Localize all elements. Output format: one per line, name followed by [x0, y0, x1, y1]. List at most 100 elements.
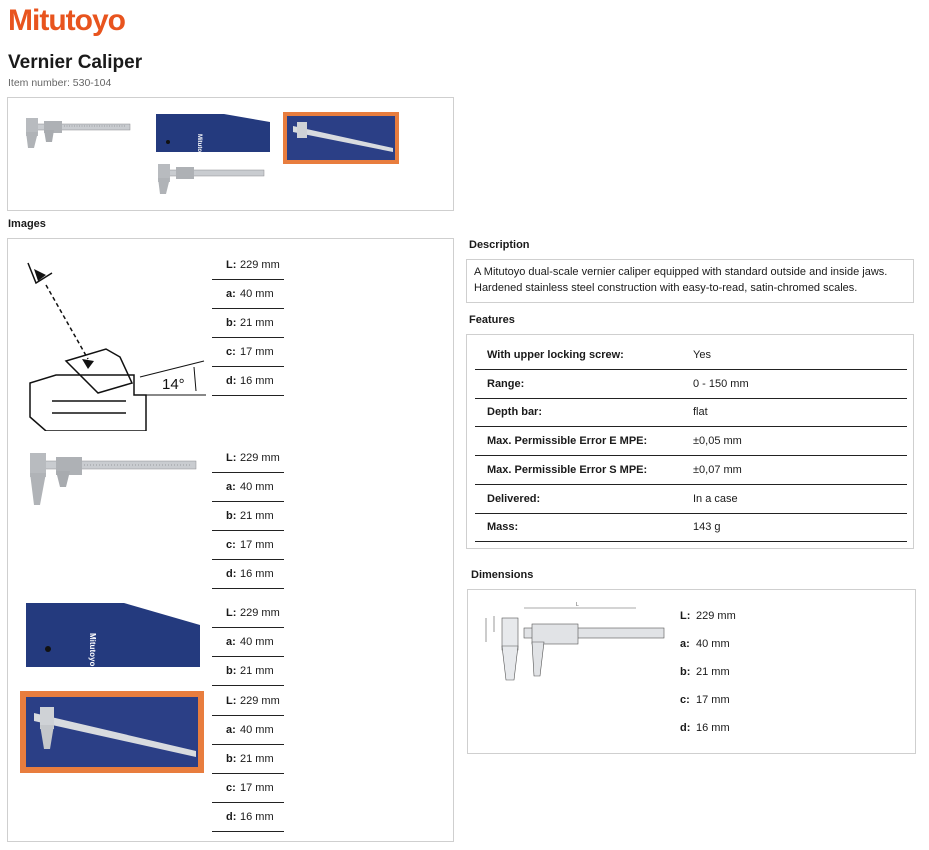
dimension-row: b: 21 mm [680, 662, 730, 682]
dimension-key: L: [680, 610, 691, 622]
feature-value: In a case [693, 492, 738, 505]
feature-key: Delivered: [487, 492, 541, 505]
spec-key: b: [226, 317, 237, 329]
angle-label: 14° [162, 376, 185, 393]
spec-value: 229 mm [240, 259, 280, 271]
spec-key: b: [226, 510, 237, 522]
pouch-photo: Mitutoyo [26, 603, 200, 667]
spec-key: L: [226, 259, 237, 271]
spec-key: d: [226, 568, 237, 580]
spec-row: L:229 mm [212, 599, 284, 628]
spec-row: L:229 mm [212, 687, 284, 716]
feature-value: ±0,07 mm [693, 463, 742, 476]
feature-value: ±0,05 mm [693, 435, 742, 448]
spec-row: d:16 mm [212, 803, 284, 832]
spec-value: 17 mm [240, 346, 274, 358]
dimension-key: c: [680, 694, 690, 706]
thumbnail-pouch[interactable]: Mitutoyo [154, 110, 272, 159]
feature-row: Delivered: In a case [475, 485, 907, 514]
dimension-row: L: 229 mm [680, 606, 736, 626]
spec-value: 21 mm [240, 510, 274, 522]
feature-value: Yes [693, 349, 711, 361]
description-heading: Description [469, 239, 530, 251]
spec-value: 40 mm [240, 481, 274, 493]
spec-row: a:40 mm [212, 628, 284, 657]
feature-value: 143 g [693, 521, 721, 534]
dimension-value: 17 mm [696, 694, 730, 706]
spec-key: L: [226, 607, 237, 619]
spec-key: L: [226, 695, 237, 707]
dimension-key: a: [680, 638, 690, 650]
dimension-value: 229 mm [696, 610, 736, 622]
dimension-value: 21 mm [696, 666, 730, 678]
spec-row: c: 17 mm [212, 774, 284, 803]
spec-value: 16 mm [240, 568, 274, 580]
pouch-brand-text: Mitutoyo [196, 134, 202, 156]
dimension-row: d: 16 mm [680, 718, 730, 738]
dimensions-heading: Dimensions [471, 569, 534, 581]
spec-key: a: [226, 724, 236, 736]
spec-value: 229 mm [240, 452, 280, 464]
dimension-key: b: [680, 666, 691, 678]
spec-row: a: 40 mm [212, 280, 284, 309]
spec-key: a: [226, 288, 236, 300]
item-number: Item number: 530-104 [8, 77, 112, 89]
pouch-image: Mitutoyo [156, 114, 270, 159]
spec-value: 21 mm [240, 753, 274, 765]
spec-value: 40 mm [240, 288, 274, 300]
spec-value: 21 mm [240, 317, 274, 329]
dimension-key: d: [680, 722, 691, 734]
dimension-row: a:40 mm [680, 634, 730, 654]
spec-key: a: [226, 481, 236, 493]
case-photo [20, 691, 204, 773]
spec-row: c:17 mm [212, 531, 284, 560]
feature-row: Max. Permissible Error S MPE: ±0,07 mm [475, 456, 907, 485]
spec-row: d:16 mm [212, 560, 284, 589]
spec-row: b:21 mm [212, 657, 284, 686]
pouch-brand-text-large: Mitutoyo [88, 633, 97, 666]
caliper-small-image [158, 164, 265, 194]
spec-key: L: [226, 452, 237, 464]
spec-row: a: 40 mm [212, 473, 284, 502]
dimensions-panel: L L: 229 mm a:40 mm b: 21 mm c: 17 mm d: 16 mm [467, 589, 916, 754]
brand-logo[interactable]: Mitutoyo [8, 4, 126, 37]
description-line-1: A Mitutoyo dual-scale vernier caliper eq… [474, 266, 888, 278]
spec-value: 16 mm [240, 811, 274, 823]
thumbnail-caliper-small[interactable] [154, 160, 268, 198]
feature-row: Mass: 143 g [475, 513, 907, 543]
spec-row: L:229 mm [212, 444, 284, 473]
eye-icon [27, 262, 53, 285]
spec-value: 17 mm [240, 782, 274, 794]
dimension-value: 16 mm [696, 722, 730, 734]
thumbnail-caliper[interactable] [20, 112, 134, 152]
spec-row: a:40 mm [212, 716, 284, 745]
feature-key: With upper locking screw: [487, 349, 624, 361]
description-panel: A Mitutoyo dual-scale vernier caliper eq… [466, 259, 914, 303]
spec-row: b:21 mm [212, 309, 284, 338]
case-image [287, 116, 395, 160]
feature-key: Max. Permissible Error S MPE: [487, 463, 648, 476]
dimension-drawing: L [485, 602, 665, 681]
caliper-image [26, 118, 131, 148]
feature-row: Depth bar:flat [475, 398, 907, 428]
feature-row: Range:0 - 150 mm [475, 370, 907, 399]
feature-key: Mass: [487, 521, 519, 534]
features-heading: Features [469, 314, 515, 326]
spec-value: 229 mm [240, 607, 280, 619]
feature-value: 0 - 150 mm [693, 377, 749, 390]
spec-key: b: [226, 753, 237, 765]
spec-key: c: [226, 346, 236, 358]
angle-illustration: 14° [27, 262, 206, 431]
feature-key: Depth bar: [487, 406, 542, 419]
thumbnail-gallery: Mitutoyo [7, 97, 454, 211]
spec-key: c: [226, 782, 236, 794]
caliper-photo [30, 453, 197, 505]
spec-row: L:229 mm [212, 251, 284, 280]
spec-row: d:16 mm [212, 367, 284, 396]
spec-row: b:21 mm [212, 502, 284, 531]
spec-key: a: [226, 636, 236, 648]
thumbnail-case[interactable] [283, 112, 399, 164]
spec-value: 21 mm [240, 665, 274, 677]
